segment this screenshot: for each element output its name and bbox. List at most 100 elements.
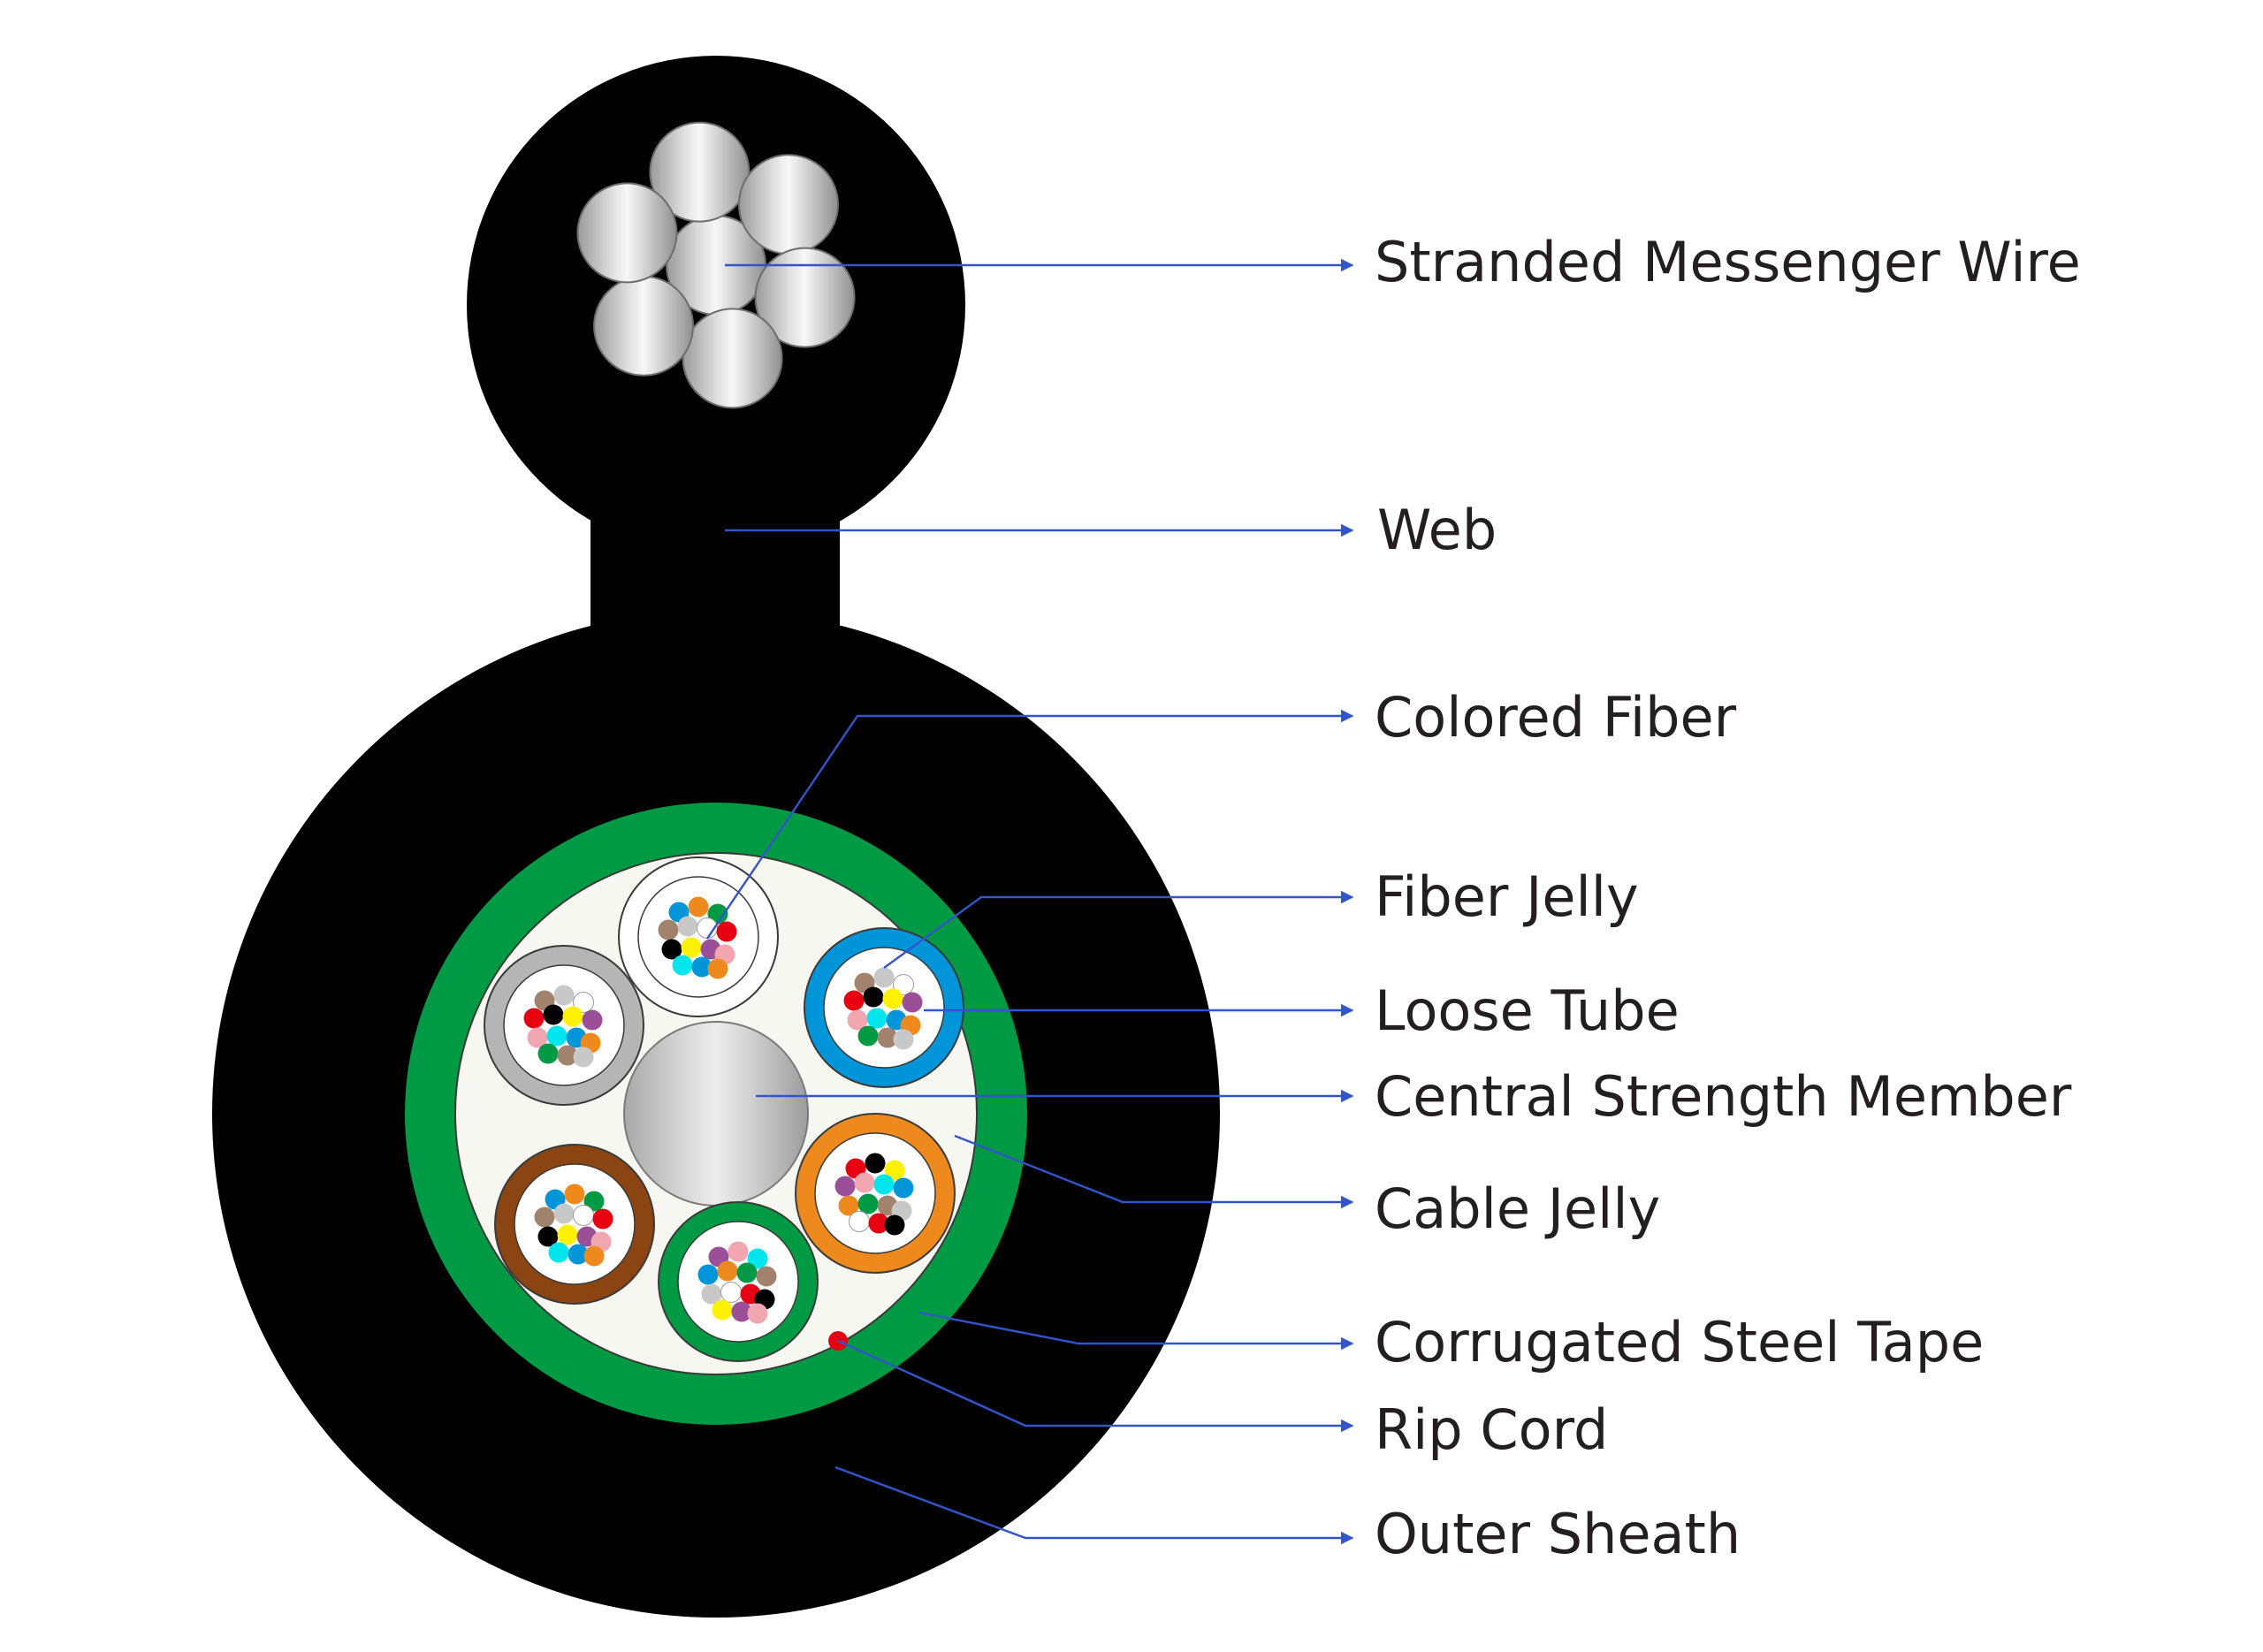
colored-fiber [866,1008,888,1029]
loose-tube-blue [804,927,964,1088]
label-stranded-messenger-wire: Stranded Messenger Wire [1375,230,2081,294]
fiber-jelly-area [814,1132,936,1254]
colored-fiber [717,1260,738,1282]
stranded-messenger-wire-group [576,121,856,409]
colored-fiber [707,958,728,979]
loose-tube-orange [795,1113,956,1274]
colored-fiber [573,1205,594,1226]
leader-cable-jelly [954,1134,1354,1209]
colored-fiber [756,1266,777,1287]
colored-fiber [893,974,914,995]
colored-fiber [697,1264,719,1285]
colored-fiber [658,919,679,940]
colored-fiber [672,955,693,976]
colored-fiber [707,903,728,925]
colored-fiber [573,1047,594,1068]
colored-fiber [893,1029,914,1050]
colored-fiber [691,956,712,978]
colored-fiber [564,1184,585,1205]
colored-fiber [854,1172,875,1193]
messenger-wire-strand [737,154,839,255]
messenger-wire-strand [576,182,678,284]
label-central-strength-member: Central Strength Member [1375,1064,2072,1129]
colored-fiber [553,985,575,1006]
colored-fiber [731,1301,752,1322]
colored-fiber [557,1045,578,1066]
colored-fiber [843,990,865,1011]
leader-rip-cord [837,1339,1354,1433]
colored-fiber [712,1299,733,1321]
label-corrugated-steel-tape: Corrugated Steel Tape [1375,1310,1984,1374]
colored-fiber [857,1025,879,1047]
leader-outer-sheath [834,1465,1354,1545]
colored-fiber [688,896,709,917]
loose-tube-brown [494,1144,655,1305]
label-web: Web [1377,498,1497,562]
leader-corrugated-steel-tape [918,1311,1354,1351]
colored-fiber [728,1241,749,1262]
web-shape [591,460,842,636]
label-colored-fiber: Colored Fiber [1375,685,1737,750]
colored-fiber [677,916,698,937]
colored-fiber [857,1193,879,1214]
fiber-jelly-area [637,876,759,998]
central-strength-member-shape [623,1021,809,1207]
colored-fiber [882,988,903,1009]
colored-fiber [834,1176,856,1197]
label-outer-sheath: Outer Sheath [1375,1502,1741,1566]
colored-fiber [546,1025,568,1047]
colored-fiber [553,1203,575,1224]
colored-fiber [562,1006,583,1027]
colored-fiber [720,1282,742,1303]
colored-fiber [893,1177,914,1199]
fiber-jelly-area [823,947,945,1069]
colored-fiber [527,1027,548,1048]
colored-fiber [583,1245,605,1267]
leader-lines [706,258,1354,1545]
colored-fiber [543,1004,564,1025]
colored-fiber [747,1303,768,1324]
colored-fiber [849,1211,870,1232]
colored-fiber [736,1262,758,1283]
fiber-jelly-area [514,1163,636,1285]
colored-fiber [583,1191,605,1212]
colored-fiber [548,1242,569,1263]
colored-fiber [847,1009,868,1031]
loose-tubes-group [484,856,964,1362]
colored-fiber [557,1224,578,1245]
colored-fiber [592,1208,613,1229]
messenger-wire-strand [593,275,695,377]
colored-fiber [873,1174,895,1195]
label-fiber-jelly: Fiber Jelly [1375,864,1639,929]
messenger-wire-strand [649,121,751,223]
colored-fiber [716,921,737,942]
colored-fiber [582,1009,603,1031]
colored-fiber [568,1244,589,1265]
colored-fiber [884,1214,905,1236]
loose-tube-green [658,1201,819,1362]
leader-fiber-jelly [883,890,1354,969]
colored-fiber [877,1027,898,1048]
colored-fiber [902,992,923,1013]
colored-fiber [747,1248,768,1269]
label-cable-jelly: Cable Jelly [1375,1176,1660,1241]
colored-fiber [701,1283,722,1305]
colored-fiber [884,1160,905,1181]
loose-tube-white [618,856,779,1017]
label-rip-cord: Rip Cord [1375,1397,1608,1462]
colored-fiber [681,937,702,958]
messenger-wire-strand [682,308,783,409]
colored-fiber [534,1207,555,1228]
label-loose-tube: Loose Tube [1375,978,1680,1043]
messenger-wire-strand [754,247,856,348]
fiber-jelly-area [503,964,625,1086]
colored-fiber [523,1008,545,1029]
loose-tube-gray [484,945,644,1106]
colored-fiber [537,1043,559,1064]
colored-fiber [573,992,594,1013]
colored-fiber [537,1226,559,1247]
colored-fiber [838,1195,859,1216]
colored-fiber [661,939,682,960]
colored-fiber [865,1153,886,1174]
